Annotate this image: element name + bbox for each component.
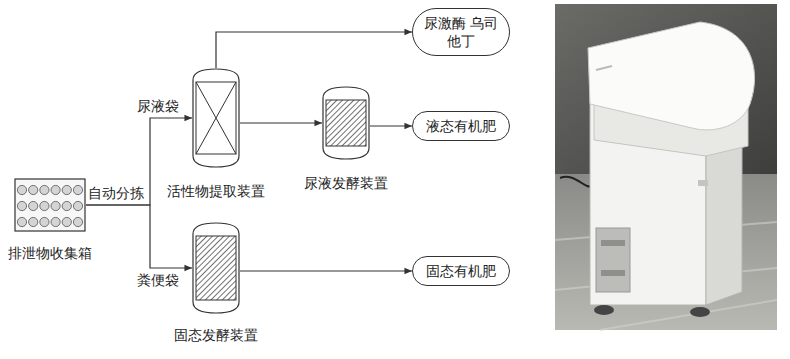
collection-box: 排泄物收集箱 (6, 178, 94, 262)
container-circle (29, 201, 38, 210)
container-circle (40, 217, 49, 226)
container-circle (73, 217, 82, 226)
node-label: 活性物提取装置 (165, 182, 267, 200)
flow-connector (240, 270, 412, 271)
container-circle (73, 201, 82, 210)
vessel-packing (326, 100, 366, 146)
lid-detail (596, 66, 612, 70)
container-circle (62, 201, 71, 210)
vessel-packing (196, 82, 236, 154)
outlet-pipe (601, 240, 625, 246)
container-circle (40, 201, 49, 210)
bag-label: 尿液袋 (135, 97, 181, 115)
power-cable (560, 177, 592, 187)
product-oval: 尿激酶 乌司他丁 (412, 8, 510, 56)
node-label: 尿激酶 乌司他丁 (423, 14, 499, 50)
vessel-packing (196, 236, 236, 300)
container-circle (62, 217, 71, 226)
container-circle (62, 185, 71, 194)
container-circle (51, 217, 60, 226)
vessel-outline (193, 69, 239, 167)
wheel (690, 307, 710, 317)
node-label: 液态有机肥 (423, 117, 499, 135)
fermentation-vessel-shape (322, 86, 370, 160)
extraction-vessel: 活性物提取装置 (165, 68, 267, 200)
product-oval: 液态有机肥 (412, 111, 510, 141)
vessel-outline (323, 87, 369, 159)
container-circle (29, 217, 38, 226)
cross-packing (196, 82, 236, 154)
fermentation-vessel: 尿液发酵装置 (302, 86, 390, 192)
flow-connector (240, 122, 322, 123)
container-circle (17, 217, 26, 226)
container-circle (73, 185, 82, 194)
bag-label: 粪便袋 (135, 271, 181, 289)
toilet-lid (588, 22, 755, 130)
vessel-outline (193, 223, 239, 313)
box-outline (15, 179, 85, 231)
node-label: 固态发酵装置 (172, 326, 260, 344)
outlet-pipe (601, 270, 625, 276)
container-circle (51, 201, 60, 210)
container-circle (40, 185, 49, 194)
flow-connector (86, 205, 192, 268)
extraction-vessel-shape (192, 68, 240, 168)
process-note: 自动分拣 (86, 184, 146, 202)
product-oval: 固态有机肥 (412, 256, 510, 286)
side-badge (698, 180, 708, 186)
node-label: 排泄物收集箱 (6, 244, 94, 262)
container-circle (17, 201, 26, 210)
outlet-opening (596, 228, 630, 292)
fermentation-vessel-shape (192, 222, 240, 314)
collection-box-shape (14, 178, 86, 232)
wheel (594, 305, 614, 315)
container-circle (17, 185, 26, 194)
node-label: 固态有机肥 (423, 262, 499, 280)
container-circle (51, 185, 60, 194)
photo-wall (555, 4, 777, 174)
fermentation-vessel: 固态发酵装置 (172, 222, 260, 344)
flow-connector (216, 32, 412, 68)
container-circle (29, 185, 38, 194)
flow-connector (370, 125, 412, 126)
node-label: 尿液发酵装置 (302, 174, 390, 192)
